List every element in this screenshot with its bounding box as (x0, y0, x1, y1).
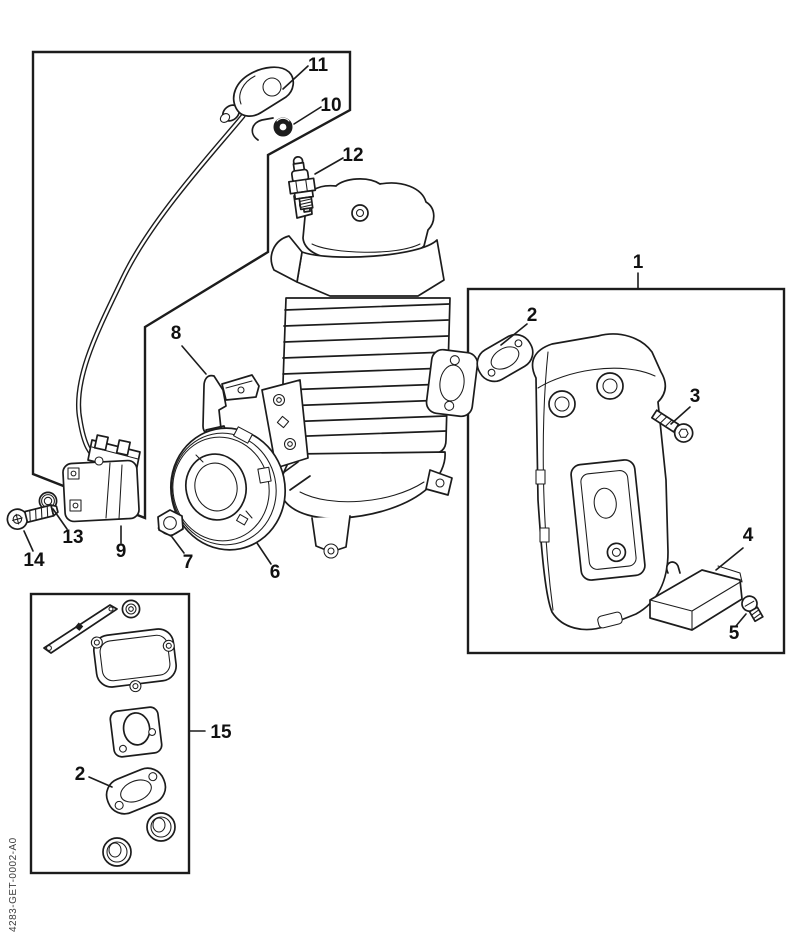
spark-plug (287, 155, 317, 213)
cooling-fins (280, 303, 450, 438)
leader-2-kit (88, 776, 113, 788)
leader-5 (735, 613, 747, 627)
spark-plug-wire (75, 113, 246, 464)
leader-14 (23, 530, 34, 552)
callout-2-muffler[interactable]: 2 (527, 305, 538, 326)
callout-4[interactable]: 4 (743, 525, 754, 546)
leader-6 (256, 542, 272, 565)
leader-11 (282, 65, 309, 90)
oil-seal-2 (102, 837, 132, 867)
muffler-gasket (476, 333, 534, 383)
callout-9[interactable]: 9 (116, 541, 127, 562)
gasket-kit (43, 599, 178, 867)
gasket-kit-group-box (29, 592, 191, 875)
leader-2-muffler (500, 323, 528, 346)
callout-3[interactable]: 3 (690, 386, 701, 407)
callout-8[interactable]: 8 (171, 323, 182, 344)
muffler (531, 333, 669, 631)
wire-bracket (202, 374, 260, 444)
mounting-screw (6, 504, 59, 530)
leader-3 (670, 406, 691, 425)
muffler-screw (651, 409, 694, 443)
spark-plug-boot (219, 66, 295, 123)
drawing-number: 4283-GET-0002-A0 (8, 837, 19, 932)
callout-6[interactable]: 6 (270, 562, 281, 583)
ignition-coil (62, 434, 141, 523)
spring (251, 117, 293, 141)
leader-12 (314, 157, 344, 175)
leader-13 (52, 508, 68, 530)
callout-13[interactable]: 13 (62, 527, 83, 548)
spark-arrestor-deflector (649, 561, 743, 631)
leader-4 (715, 547, 744, 571)
flywheel (169, 426, 287, 551)
callout-11[interactable]: 11 (308, 55, 329, 76)
muffler-group-box (466, 287, 786, 655)
leader-7 (171, 536, 185, 554)
callout-5[interactable]: 5 (729, 623, 740, 644)
callout-10[interactable]: 10 (320, 95, 341, 116)
leader-8 (181, 345, 207, 375)
callout-12[interactable]: 12 (342, 145, 363, 166)
deflector-screw (741, 595, 764, 623)
kit-muffler-gasket (105, 767, 167, 815)
exhaust-flange (425, 348, 479, 418)
leader-10 (293, 106, 322, 125)
callout-14[interactable]: 14 (23, 550, 45, 571)
leader-lines (23, 65, 747, 788)
oil-seal-1 (146, 812, 176, 842)
callout-2-kit[interactable]: 2 (75, 764, 86, 785)
engine-cylinder-assembly (261, 178, 479, 559)
callout-7[interactable]: 7 (183, 552, 194, 573)
callout-15[interactable]: 15 (210, 722, 232, 743)
callout-1[interactable]: 1 (633, 252, 644, 273)
flange-nut (157, 509, 184, 537)
